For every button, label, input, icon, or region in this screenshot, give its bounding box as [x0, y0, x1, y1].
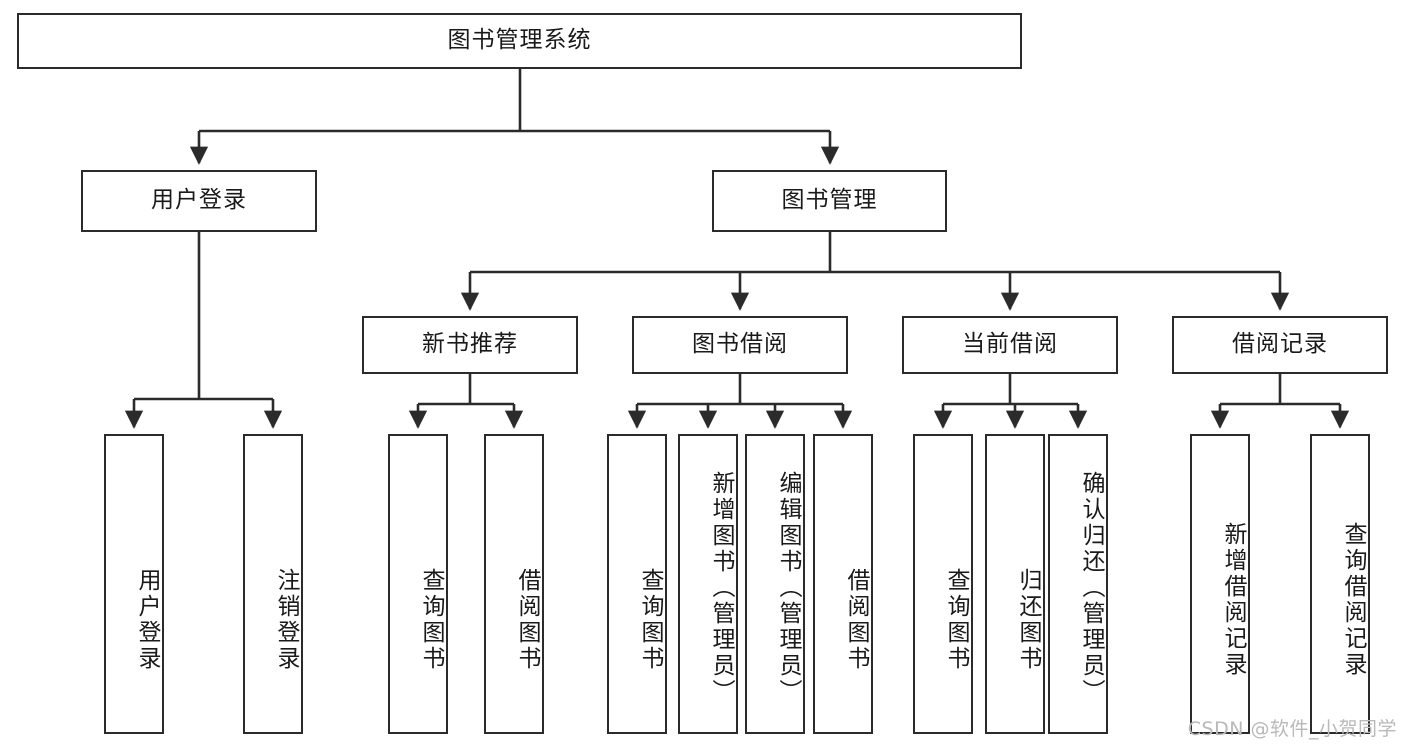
node-leaf-query-record[interactable]: 查询借阅记录 — [1310, 434, 1370, 734]
node-leaf-return-book[interactable]: 归还图书 — [985, 434, 1045, 734]
node-root-label: 图书管理系统 — [447, 27, 592, 54]
watermark: CSDN @软件_小贺同学 — [1187, 718, 1397, 740]
node-leaf-return-book-label: 归还图书 — [1015, 568, 1041, 672]
node-leaf-confirm-return[interactable]: 确认归还（管理员） — [1048, 434, 1108, 734]
node-leaf-edit-book[interactable]: 编辑图书（管理员） — [745, 434, 805, 734]
node-current-borrow-label: 当前借阅 — [962, 331, 1058, 358]
node-leaf-add-record-label: 新增借阅记录 — [1220, 522, 1246, 678]
node-leaf-query-book-2[interactable]: 查询图书 — [607, 434, 667, 734]
node-user-login-label: 用户登录 — [151, 187, 247, 214]
node-borrow-record[interactable]: 借阅记录 — [1172, 316, 1388, 374]
node-leaf-query-record-label: 查询借阅记录 — [1340, 522, 1366, 678]
node-leaf-logout-label: 注销登录 — [273, 568, 299, 672]
node-leaf-confirm-return-label: 确认归还（管理员） — [1078, 471, 1104, 705]
node-leaf-query-book-1-label: 查询图书 — [418, 568, 444, 672]
node-root[interactable]: 图书管理系统 — [17, 13, 1022, 69]
node-new-book-recommend[interactable]: 新书推荐 — [362, 316, 578, 374]
node-book-borrow[interactable]: 图书借阅 — [632, 316, 848, 374]
node-leaf-query-book-3[interactable]: 查询图书 — [913, 434, 973, 734]
node-leaf-borrow-book-1[interactable]: 借阅图书 — [484, 434, 544, 734]
node-borrow-record-label: 借阅记录 — [1232, 331, 1328, 358]
node-leaf-query-book-3-label: 查询图书 — [943, 568, 969, 672]
node-leaf-query-book-2-label: 查询图书 — [637, 568, 663, 672]
node-leaf-edit-book-label: 编辑图书（管理员） — [775, 471, 801, 705]
node-leaf-add-book[interactable]: 新增图书（管理员） — [678, 434, 738, 734]
node-book-manage-label: 图书管理 — [781, 187, 878, 214]
node-current-borrow[interactable]: 当前借阅 — [902, 316, 1118, 374]
node-leaf-user-login[interactable]: 用户登录 — [104, 434, 164, 734]
node-leaf-add-book-label: 新增图书（管理员） — [708, 471, 734, 705]
node-user-login[interactable]: 用户登录 — [81, 170, 317, 232]
node-book-manage[interactable]: 图书管理 — [712, 170, 947, 232]
node-leaf-logout[interactable]: 注销登录 — [243, 434, 303, 734]
node-leaf-add-record[interactable]: 新增借阅记录 — [1190, 434, 1250, 734]
node-leaf-borrow-book-1-label: 借阅图书 — [514, 568, 540, 672]
node-leaf-user-login-label: 用户登录 — [134, 568, 160, 672]
node-leaf-borrow-book-2[interactable]: 借阅图书 — [813, 434, 873, 734]
node-leaf-borrow-book-2-label: 借阅图书 — [843, 568, 869, 672]
node-book-borrow-label: 图书借阅 — [692, 331, 788, 358]
node-leaf-query-book-1[interactable]: 查询图书 — [388, 434, 448, 734]
node-new-book-recommend-label: 新书推荐 — [422, 331, 518, 358]
